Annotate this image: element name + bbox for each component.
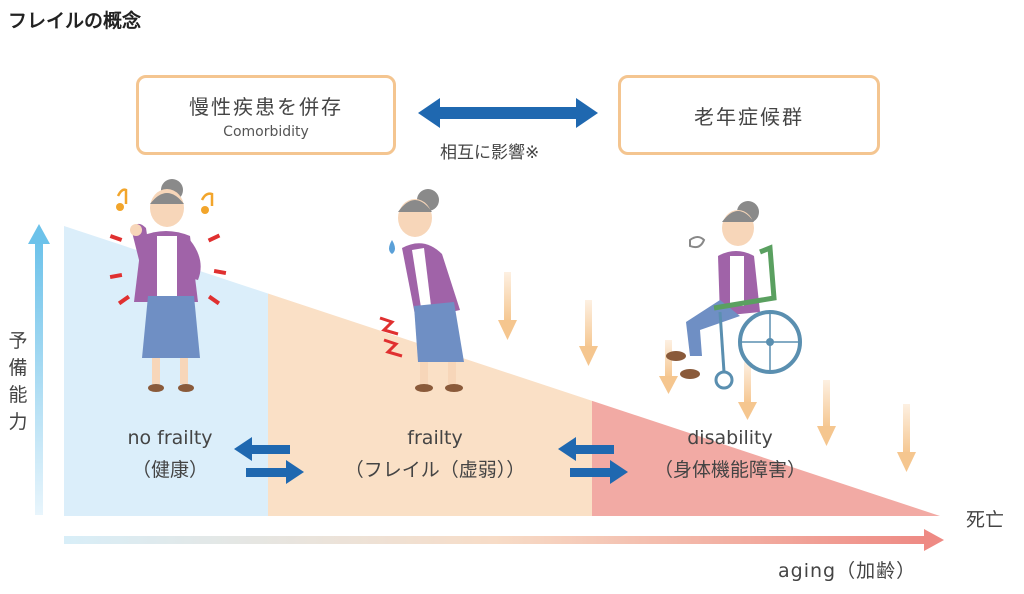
stage-sub: （健康）: [131, 459, 208, 481]
music-note-icon: [200, 192, 214, 206]
mutual-influence-label: 相互に影響※: [440, 143, 540, 163]
down-arrow-icon: [659, 340, 678, 394]
y-axis-arrow: [28, 224, 50, 515]
comorbidity-box: 慢性疾患を併存 Comorbidity: [136, 75, 396, 155]
y-axis-label: 予備能力: [8, 330, 28, 433]
swap-arrows-icon: [234, 437, 304, 484]
stage-disability: disability （身体機能障害）: [640, 422, 820, 486]
x-axis-arrow: [64, 529, 944, 551]
stage-sub: （身体機能障害）: [653, 459, 806, 481]
stage-sub: （フレイル（虚弱））: [344, 459, 526, 481]
healthy-woman-figure: [109, 179, 227, 392]
down-arrow-icon: [579, 300, 598, 366]
x-axis-label: aging（加齢）: [778, 560, 917, 582]
stage-no-frailty: no frailty （健康）: [90, 422, 250, 486]
down-arrow-icon: [897, 404, 916, 472]
down-arrow-icon: [498, 272, 517, 340]
endpoint-label: 死亡: [966, 509, 1005, 531]
geriatric-syndrome-label: 老年症候群: [694, 104, 804, 129]
stage-frailty: frailty （フレイル（虚弱））: [320, 422, 550, 486]
stage-name: no frailty: [127, 427, 213, 449]
page-title: フレイルの概念: [8, 10, 142, 32]
wheelchair-icon: [666, 201, 802, 390]
sweat-drop-icon: [389, 240, 395, 254]
comorbidity-sublabel: Comorbidity: [223, 123, 309, 140]
stage-name: frailty: [407, 427, 463, 449]
comorbidity-label: 慢性疾患を併存: [189, 94, 343, 119]
swap-arrows-icon: [558, 437, 628, 484]
frail-woman-figure: [379, 189, 464, 392]
stage-name: disability: [687, 427, 773, 449]
double-arrow-icon: [418, 98, 598, 128]
down-arrow-icon: [738, 362, 757, 420]
down-arrow-icon: [817, 380, 836, 446]
geriatric-syndrome-box: 老年症候群: [618, 75, 880, 155]
music-note-icon: [116, 188, 128, 204]
